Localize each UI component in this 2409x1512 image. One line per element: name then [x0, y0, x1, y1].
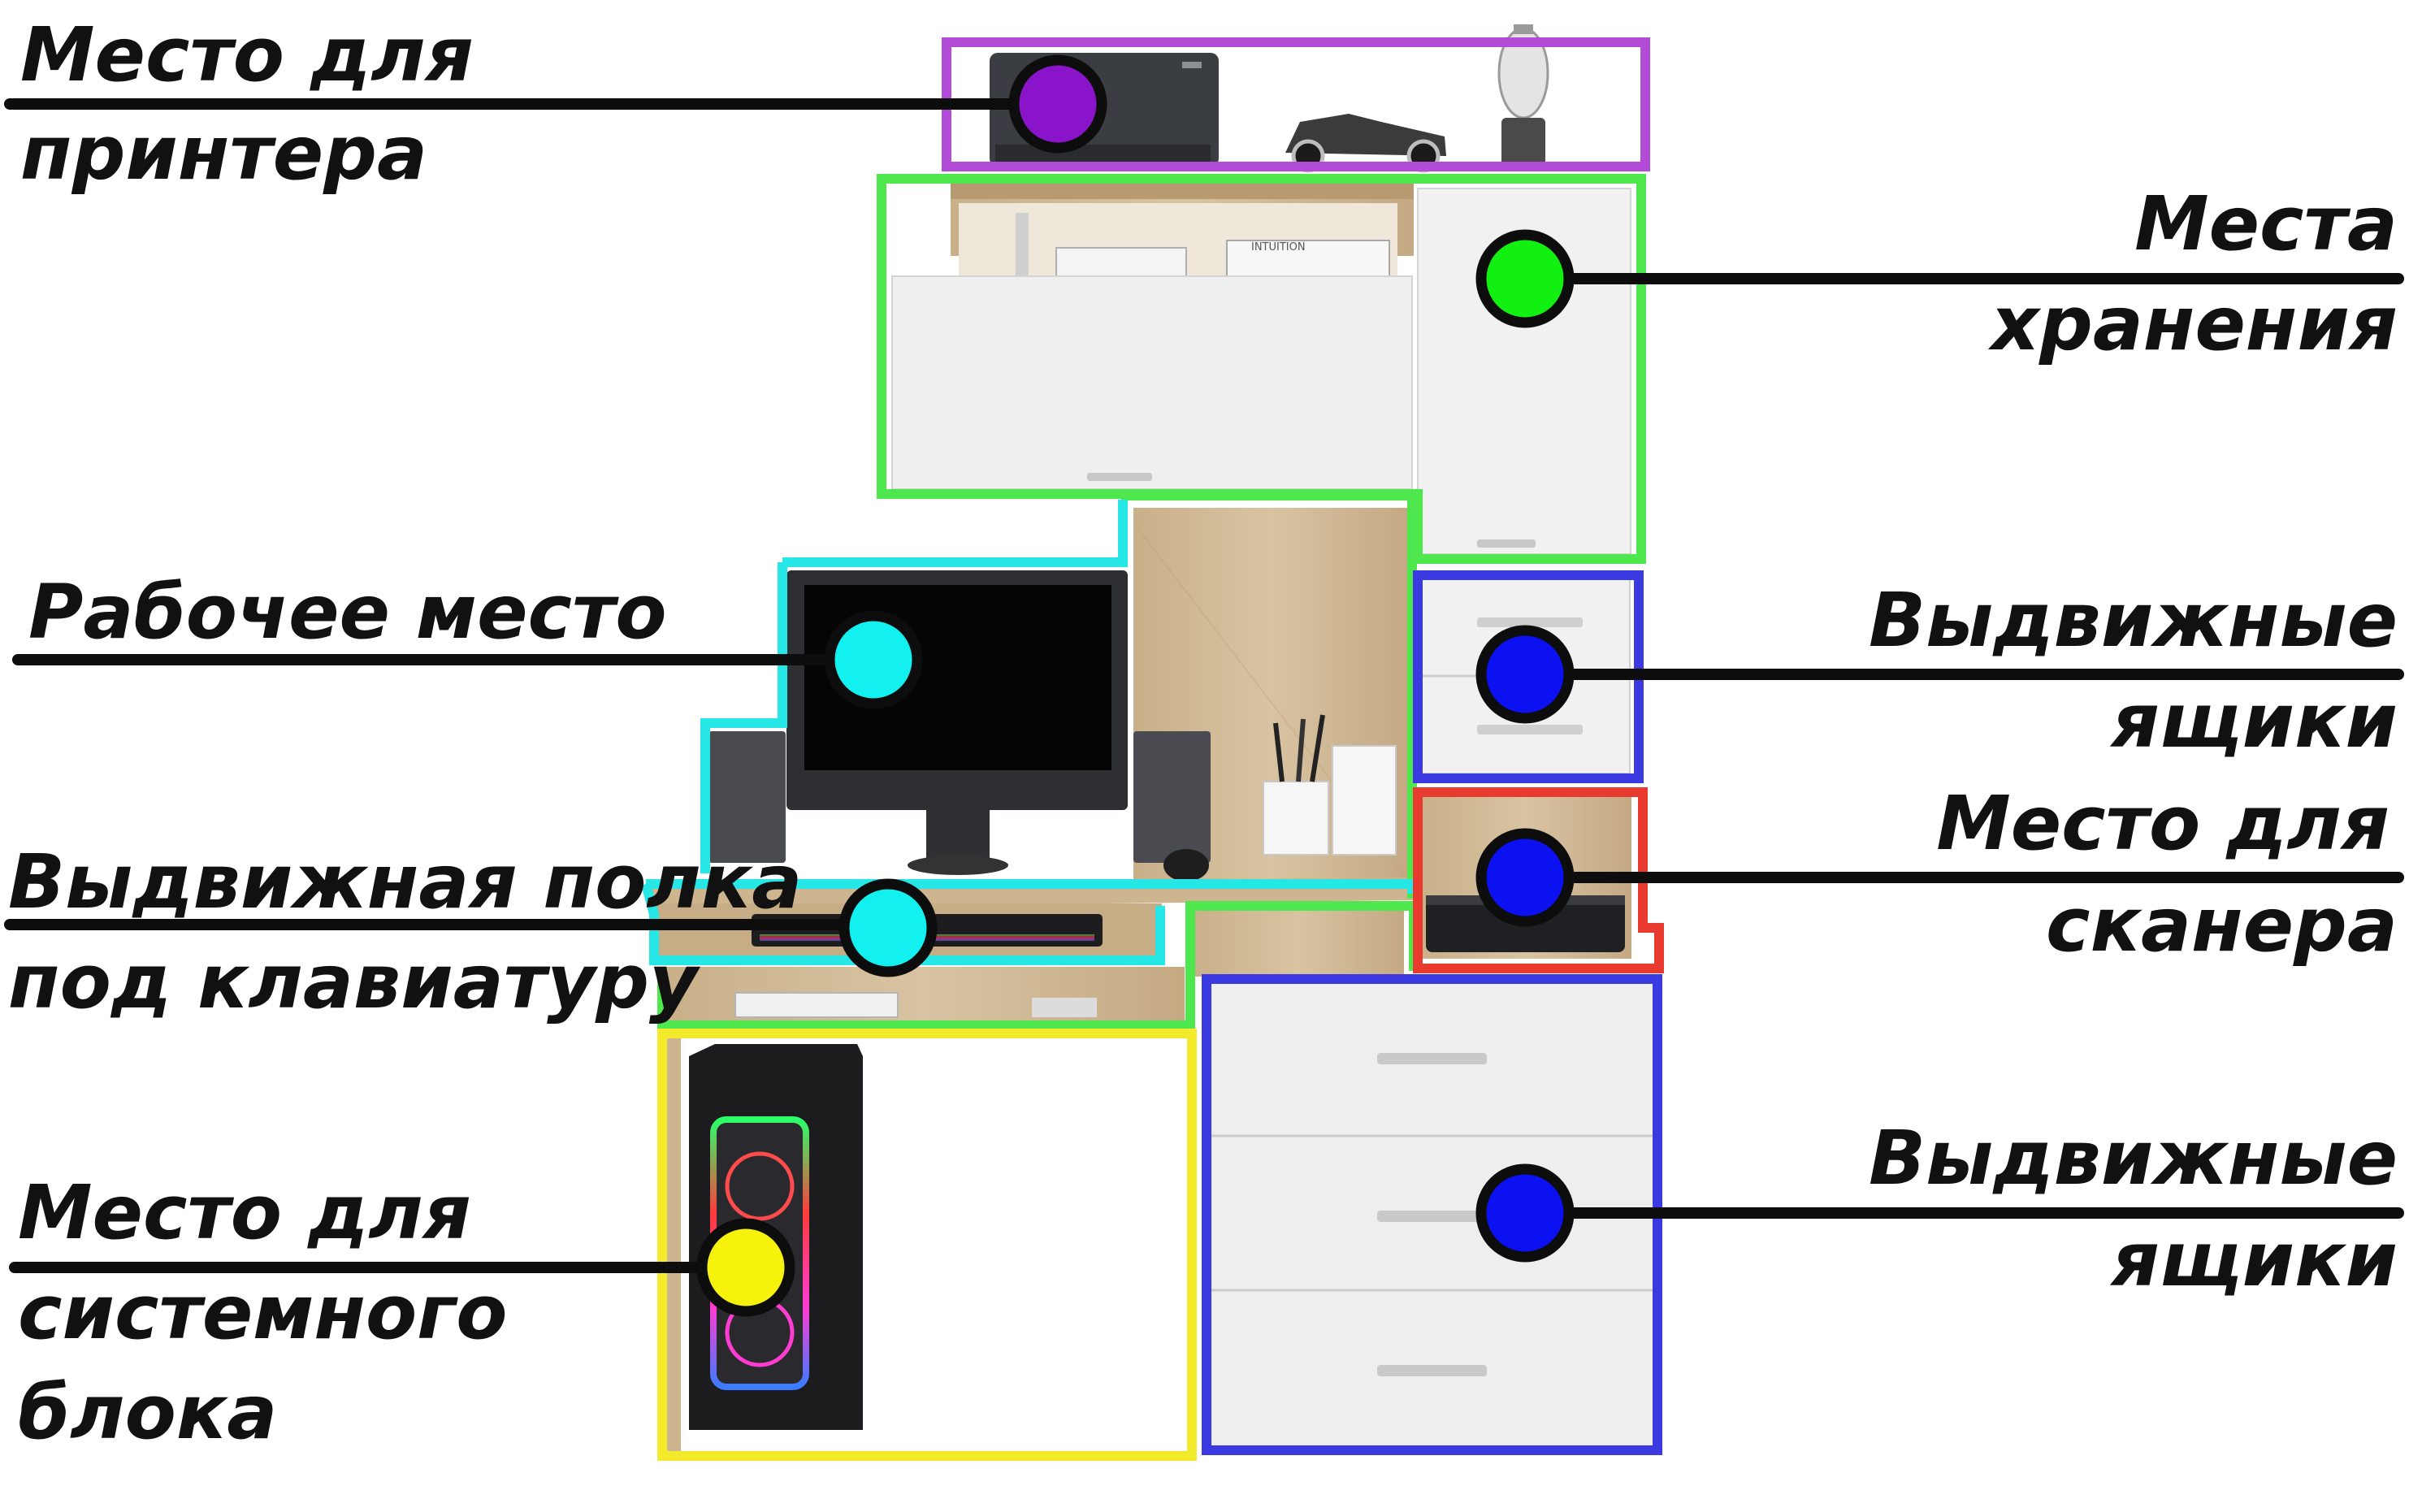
pencil-cup-icon [1263, 714, 1397, 856]
markers [696, 54, 1575, 1317]
workspace-marker [824, 610, 923, 709]
speaker-icon [708, 731, 1211, 863]
label-system-unit-line1: Место для [18, 1169, 471, 1256]
label-system-unit-line2: системного [18, 1269, 508, 1356]
leader-lines [4, 98, 2404, 1273]
drawers-top-marker [1475, 625, 1575, 724]
label-drawers-bottom-line2: ящики [2111, 1216, 2398, 1303]
upper-cabinet-door [891, 275, 1413, 490]
storage-marker [1475, 229, 1575, 328]
label-storage-line2: хранения [1991, 280, 2398, 367]
label-keyboard-shelf-line1: Выдвижная полка [8, 838, 803, 925]
system-unit-zone-outline [657, 1029, 1197, 1461]
system-unit-marker [696, 1218, 795, 1317]
label-drawers-top-line2: ящики [2111, 678, 2398, 765]
keyboard-shelf-marker [838, 878, 938, 977]
label-scanner-line2: сканера [2046, 882, 2398, 968]
monitor-icon [786, 570, 1128, 875]
storage-zone-outline [877, 174, 1646, 564]
label-storage-line1: Места [2134, 180, 2398, 267]
label-system-unit-line3: блока [18, 1369, 278, 1456]
label-drawers-bottom-line1: Выдвижные [1868, 1115, 2398, 1202]
label-printer-line2: принтера [20, 110, 428, 197]
label-drawers-top-line1: Выдвижные [1868, 577, 2398, 664]
printer-marker [1008, 54, 1107, 154]
workspace-outline [700, 500, 1128, 873]
label-printer-line1: Место для [20, 11, 474, 98]
book-spine-text: INTUITION [1251, 241, 1306, 253]
lamp-icon [1497, 24, 1549, 167]
zone-outlines [641, 37, 1664, 1461]
scanner-zone-outline [1413, 787, 1664, 973]
mouse-icon [1163, 849, 1209, 882]
label-keyboard-shelf-line2: под клавиатуру [8, 938, 698, 1025]
label-scanner-line1: Место для [1936, 780, 2390, 867]
label-workspace: Рабочее место [28, 569, 667, 656]
drawers-bottom-marker [1475, 1163, 1575, 1263]
scanner-marker [1475, 828, 1575, 927]
